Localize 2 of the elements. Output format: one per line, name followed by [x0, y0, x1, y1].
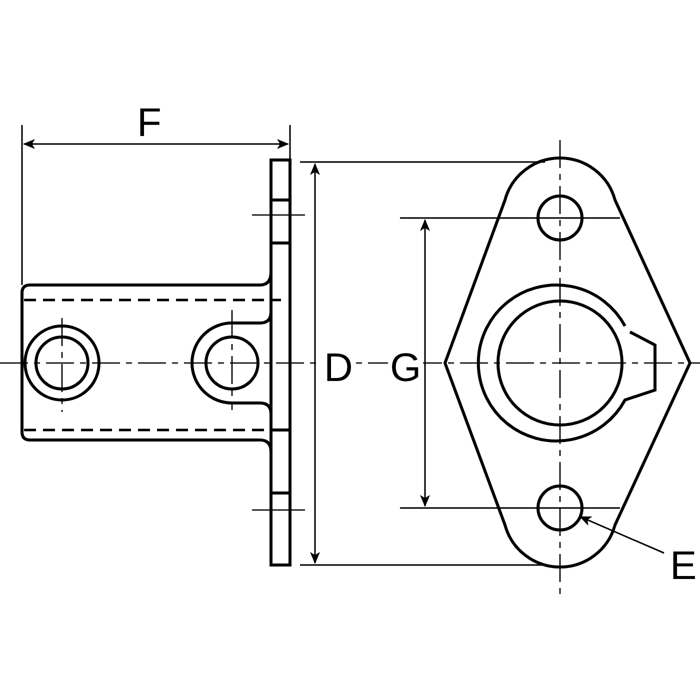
bolt-hole	[536, 484, 584, 532]
leader-line	[579, 516, 664, 554]
